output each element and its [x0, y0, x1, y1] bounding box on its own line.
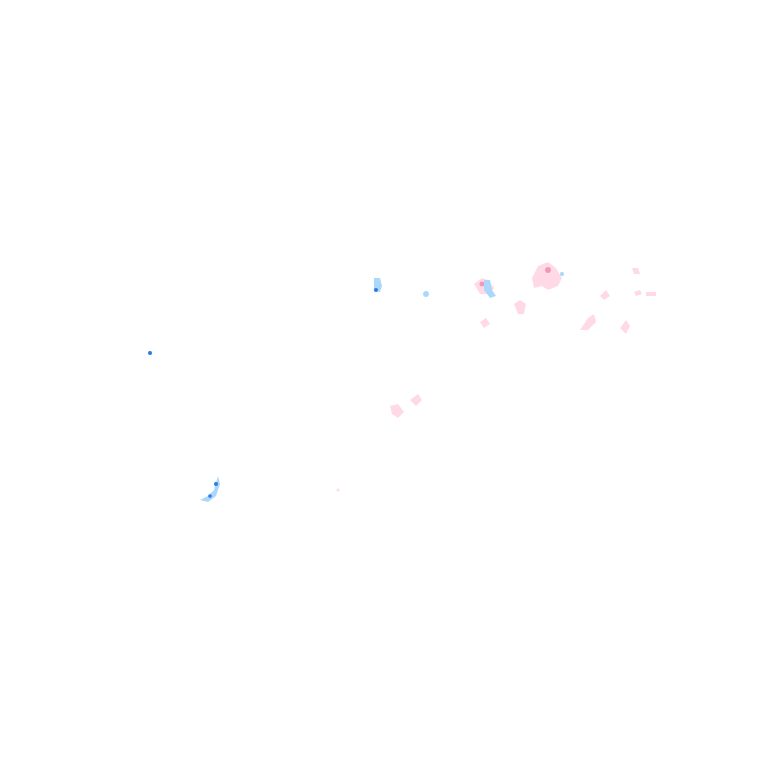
echo-cell — [580, 314, 596, 330]
echo-cell — [632, 268, 640, 274]
echo-cell — [646, 292, 656, 296]
echo-cell — [390, 404, 404, 418]
echo-core — [208, 494, 212, 498]
echo-cell — [484, 280, 496, 298]
echo-core — [148, 351, 152, 355]
echo-cell — [560, 272, 564, 276]
echo-cell — [480, 318, 490, 328]
blue-echoes — [200, 272, 564, 502]
echo-cell — [532, 262, 562, 290]
echo-cell — [620, 320, 630, 334]
echo-cell — [410, 394, 422, 406]
blue-core — [148, 288, 378, 498]
echo-cell — [200, 476, 220, 502]
echo-core — [214, 482, 218, 486]
echo-cell — [514, 300, 526, 314]
echo-core — [374, 288, 378, 292]
pink-echoes — [336, 262, 656, 492]
echo-cell — [600, 290, 610, 300]
echo-core — [479, 281, 485, 287]
echo-cell — [634, 290, 642, 296]
pink-core — [479, 267, 551, 287]
echo-cell — [336, 488, 340, 492]
echo-core — [545, 267, 551, 273]
echo-cell — [423, 291, 429, 297]
